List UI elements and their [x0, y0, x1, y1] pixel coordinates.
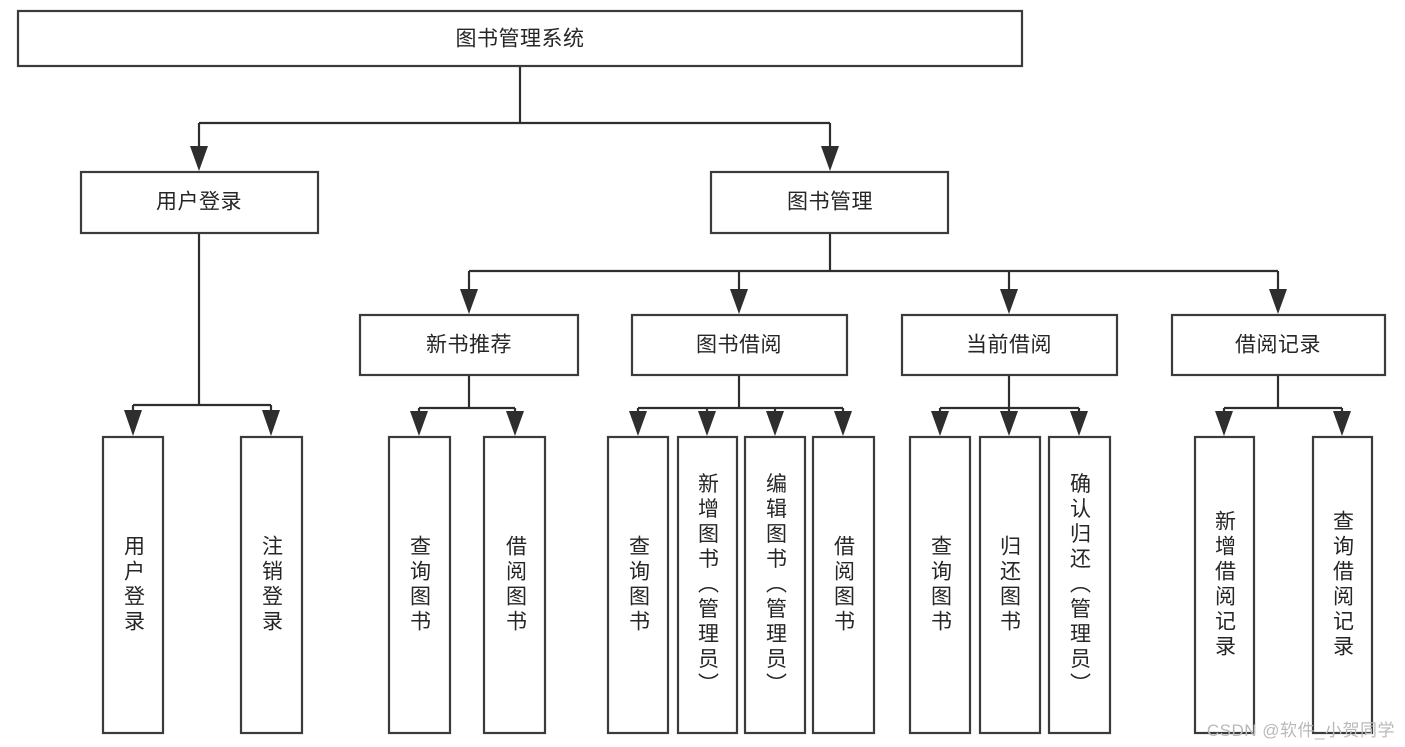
- node-leaf-5-box[interactable]: [606, 435, 670, 735]
- node-leaf-9-box[interactable]: [908, 435, 972, 735]
- node-current-box[interactable]: [900, 313, 1119, 377]
- node-leaf-2-label: 注销登录: [260, 535, 284, 635]
- node-leaf-13[interactable]: 查询借阅记录: [1311, 435, 1374, 735]
- node-leaf-1-label: 用户登录: [122, 535, 146, 635]
- node-login-label: 用户登录: [156, 191, 242, 214]
- node-record[interactable]: 借阅记录: [1170, 313, 1387, 377]
- node-bookmgmt-box[interactable]: [709, 170, 950, 235]
- node-leaf-8-label: 借阅图书: [832, 535, 856, 635]
- node-current[interactable]: 当前借阅: [900, 313, 1119, 377]
- node-leaf-11-label: 确认归还（管理员）: [1068, 473, 1092, 698]
- arrowhead-leaf-11: [1070, 411, 1088, 436]
- connector-layer: [124, 66, 1351, 436]
- node-leaf-11[interactable]: 确认归还（管理员）: [1047, 435, 1112, 735]
- node-newbook-box[interactable]: [358, 313, 580, 377]
- arrowhead-leaf-1: [124, 410, 142, 436]
- node-leaf-5-label: 查询图书: [627, 535, 651, 635]
- node-leaf-13-box[interactable]: [1311, 435, 1374, 735]
- node-leaf-2[interactable]: 注销登录: [239, 435, 304, 735]
- arrowhead-login: [190, 146, 208, 171]
- node-leaf-3-box[interactable]: [387, 435, 452, 735]
- node-leaf-9[interactable]: 查询图书: [908, 435, 972, 735]
- node-leaf-10-box[interactable]: [978, 435, 1042, 735]
- node-record-box[interactable]: [1170, 313, 1387, 377]
- arrowhead-leaf-9: [931, 411, 949, 436]
- arrowhead-borrow: [730, 289, 748, 314]
- arrowhead-current: [1000, 289, 1018, 314]
- node-newbook[interactable]: 新书推荐: [358, 313, 580, 377]
- node-leaf-12-box[interactable]: [1193, 435, 1256, 735]
- node-login-box[interactable]: [79, 170, 320, 235]
- arrowhead-bookmgmt: [821, 146, 839, 171]
- node-leaf-3-label: 查询图书: [408, 535, 432, 635]
- node-leaf-13-label: 查询借阅记录: [1331, 510, 1355, 660]
- node-leaf-4[interactable]: 借阅图书: [482, 435, 547, 735]
- node-bookmgmt[interactable]: 图书管理: [709, 170, 950, 235]
- node-leaf-2-box[interactable]: [239, 435, 304, 735]
- arrowhead-leaf-10: [1000, 411, 1018, 436]
- node-root-label: 图书管理系统: [456, 28, 585, 51]
- node-leaf-1-box[interactable]: [101, 435, 165, 735]
- node-leaf-8-box[interactable]: [811, 435, 876, 735]
- arrowhead-leaf-13: [1333, 411, 1351, 436]
- node-newbook-label: 新书推荐: [426, 334, 512, 357]
- node-borrow-box[interactable]: [630, 313, 849, 377]
- arrowhead-leaf-12: [1215, 411, 1233, 436]
- node-leaf-12-label: 新增借阅记录: [1213, 510, 1237, 660]
- node-leaf-8[interactable]: 借阅图书: [811, 435, 876, 735]
- node-current-label: 当前借阅: [966, 334, 1052, 357]
- node-leaf-7[interactable]: 编辑图书（管理员）: [743, 435, 807, 735]
- arrowhead-record: [1269, 289, 1287, 314]
- node-root-box[interactable]: [16, 9, 1024, 68]
- node-login[interactable]: 用户登录: [79, 170, 320, 235]
- arrowhead-leaf-8: [834, 411, 852, 436]
- node-leaf-3[interactable]: 查询图书: [387, 435, 452, 735]
- node-leaf-4-box[interactable]: [482, 435, 547, 735]
- arrowhead-leaf-2: [262, 410, 280, 436]
- arrowhead-leaf-5: [629, 411, 647, 436]
- node-leaf-10-label: 归还图书: [998, 535, 1022, 635]
- node-leaf-11-box[interactable]: [1047, 435, 1112, 735]
- arrowhead-leaf-3: [410, 411, 428, 436]
- node-record-label: 借阅记录: [1235, 334, 1321, 357]
- node-leaf-7-box[interactable]: [743, 435, 807, 735]
- arrowhead-leaf-4: [506, 411, 524, 436]
- node-leaf-9-label: 查询图书: [929, 535, 953, 635]
- node-leaf-10[interactable]: 归还图书: [978, 435, 1042, 735]
- node-leaf-1[interactable]: 用户登录: [101, 435, 165, 735]
- arrowhead-leaf-6: [698, 411, 716, 436]
- node-leaf-5[interactable]: 查询图书: [606, 435, 670, 735]
- node-borrow-label: 图书借阅: [696, 334, 782, 357]
- node-leaf-12[interactable]: 新增借阅记录: [1193, 435, 1256, 735]
- arrowhead-leaf-7: [766, 411, 784, 436]
- node-bookmgmt-label: 图书管理: [787, 191, 873, 214]
- node-leaf-6[interactable]: 新增图书（管理员）: [676, 435, 739, 735]
- node-leaf-6-label: 新增图书（管理员）: [696, 473, 720, 698]
- node-leaf-7-label: 编辑图书（管理员）: [764, 473, 788, 698]
- node-leaf-4-label: 借阅图书: [504, 535, 528, 635]
- node-leaf-6-box[interactable]: [676, 435, 739, 735]
- node-borrow[interactable]: 图书借阅: [630, 313, 849, 377]
- node-root[interactable]: 图书管理系统: [16, 9, 1024, 68]
- arrowhead-newbook: [460, 289, 478, 314]
